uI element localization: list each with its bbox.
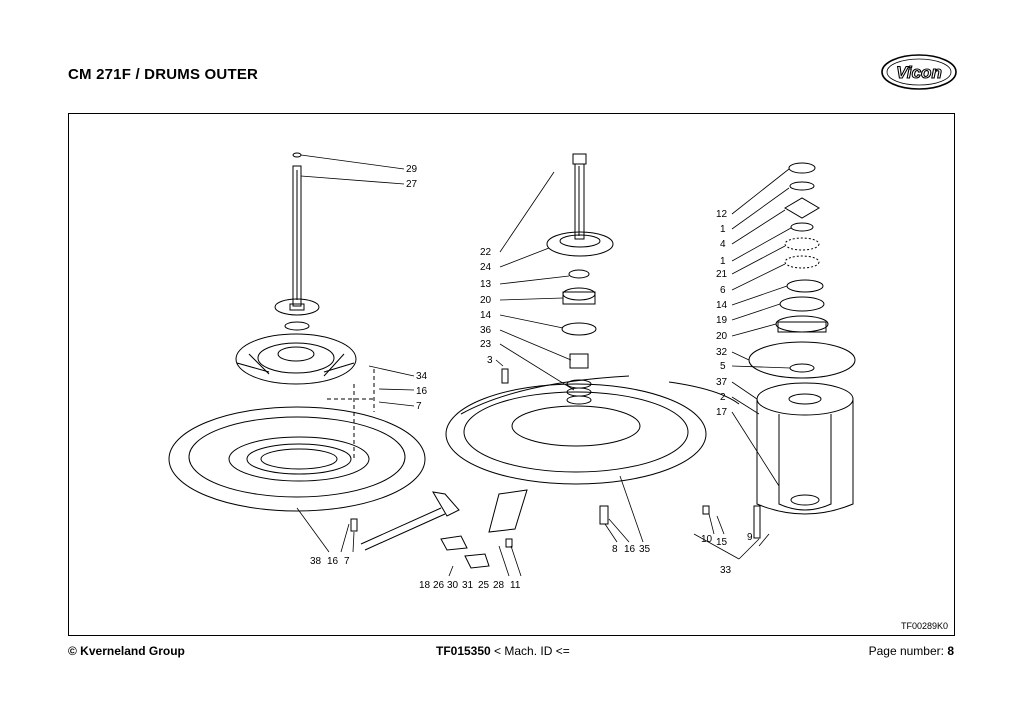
exploded-parts-drawing: 29 27 34 16 7 38 16 7 22 24 13 20 14 36 … <box>168 152 856 591</box>
callout-label: 28 <box>493 580 505 591</box>
callout-label: 10 <box>701 534 713 545</box>
callout-label: 25 <box>478 580 490 591</box>
callout-label: 16 <box>624 544 636 555</box>
callout-label: 23 <box>480 339 492 350</box>
callout-label: 18 <box>419 580 431 591</box>
callout-label: 1 <box>720 256 726 267</box>
callout-label: 19 <box>716 315 728 326</box>
callout-label: 2 <box>720 392 726 403</box>
callout-label: 15 <box>716 537 728 548</box>
callout-label: 30 <box>447 580 459 591</box>
callout-label: 33 <box>720 565 732 576</box>
callout-label: 36 <box>480 325 492 336</box>
callout-label: 17 <box>716 407 728 418</box>
callout-label: 7 <box>344 556 350 567</box>
page-number-label: Page number: <box>868 644 948 658</box>
callout-label: 7 <box>416 401 422 412</box>
callout-label: 6 <box>720 285 726 296</box>
callout-label: 27 <box>406 179 418 190</box>
callout-label: 20 <box>480 295 492 306</box>
callout-label: 5 <box>720 361 726 372</box>
callout-label: 29 <box>406 164 418 175</box>
vicon-logo: Vicon <box>881 54 957 90</box>
callout-label: 11 <box>510 580 521 591</box>
callout-label: 4 <box>720 239 726 250</box>
callout-label: 16 <box>416 386 428 397</box>
callout-label: 20 <box>716 331 728 342</box>
copyright-text: © Kverneland Group <box>68 644 185 658</box>
doc-id-suffix: < Mach. ID <= <box>490 644 570 658</box>
page-number-value: 8 <box>947 644 954 658</box>
callout-label: 3 <box>487 355 493 366</box>
callout-label: 12 <box>716 209 728 220</box>
diagram-frame: 29 27 34 16 7 38 16 7 22 24 13 20 14 36 … <box>68 113 955 636</box>
callout-label: 34 <box>416 371 428 382</box>
document-id: TF015350 < Mach. ID <= <box>436 644 570 658</box>
page-title: CM 271F / DRUMS OUTER <box>68 66 259 83</box>
callout-label: 1 <box>720 224 726 235</box>
callout-label: 26 <box>433 580 445 591</box>
callout-label: 14 <box>716 300 728 311</box>
callout-label: 13 <box>480 279 492 290</box>
drawing-reference: TF00289K0 <box>900 621 948 631</box>
callout-label: 8 <box>612 544 618 555</box>
callout-label: 14 <box>480 310 492 321</box>
callout-label: 9 <box>747 532 753 543</box>
doc-id-code: TF015350 <box>436 644 491 658</box>
callout-label: 22 <box>480 247 492 258</box>
callout-label: 38 <box>310 556 322 567</box>
callout-label: 16 <box>327 556 339 567</box>
callout-label: 31 <box>462 580 474 591</box>
callout-label: 32 <box>716 347 728 358</box>
callout-label: 24 <box>480 262 492 273</box>
callout-label: 21 <box>716 269 728 280</box>
page-number: Page number: 8 <box>869 644 954 658</box>
svg-text:Vicon: Vicon <box>896 63 942 82</box>
callout-label: 37 <box>716 377 728 388</box>
callout-label: 35 <box>639 544 651 555</box>
